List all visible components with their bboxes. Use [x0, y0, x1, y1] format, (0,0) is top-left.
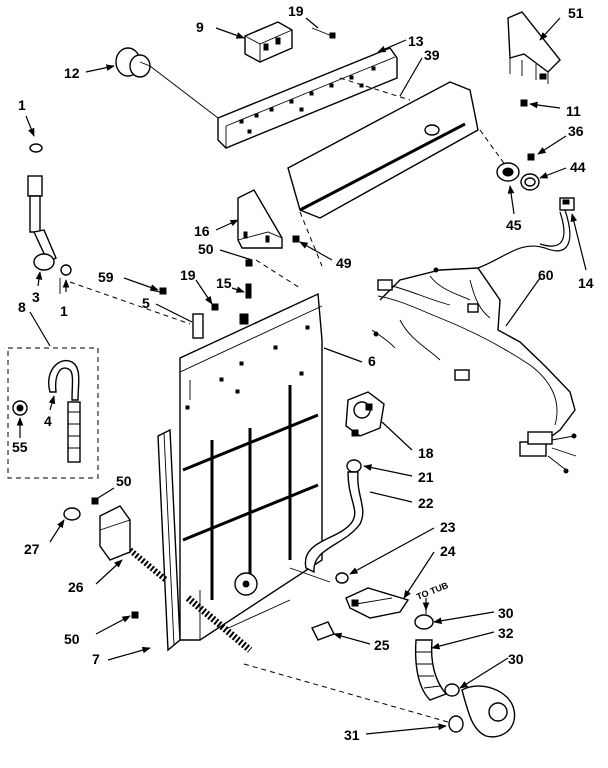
label-23: 23	[440, 519, 456, 535]
label-9: 9	[196, 19, 204, 35]
label-50-mid: 50	[116, 473, 132, 489]
label-1-top: 1	[18, 97, 26, 113]
label-31: 31	[344, 727, 360, 743]
label-32: 32	[498, 625, 514, 641]
bracket-5	[192, 313, 204, 339]
ring-44	[520, 173, 540, 191]
label-51: 51	[568, 5, 584, 21]
label-50-lower: 50	[64, 631, 80, 647]
grommet-45	[496, 162, 520, 182]
label-1-lower: 1	[60, 303, 68, 319]
cabinet-side-wall	[157, 428, 181, 652]
inlet-parts-left	[27, 143, 72, 294]
screw-50-lower	[131, 611, 139, 619]
label-25: 25	[374, 637, 390, 653]
label-15: 15	[216, 275, 232, 291]
clamp-27	[63, 507, 81, 521]
screw-36	[527, 153, 535, 161]
label-19-top: 19	[288, 3, 304, 19]
screw-11	[520, 99, 528, 107]
label-44: 44	[570, 159, 586, 175]
drive-disk	[223, 567, 331, 631]
hose-fitting-26	[99, 505, 131, 561]
bracket-51	[507, 11, 561, 84]
clamp-21	[346, 459, 362, 473]
label-18: 18	[418, 445, 434, 461]
control-panel-strip	[217, 47, 398, 149]
label-6: 6	[368, 353, 376, 369]
drain-hose	[414, 614, 516, 738]
label-14: 14	[578, 275, 594, 291]
label-50-upper: 50	[198, 241, 214, 257]
inlet-hose-kit-8	[7, 347, 99, 479]
label-36: 36	[568, 123, 584, 139]
timer-knob	[115, 47, 219, 119]
label-30-lower: 30	[508, 651, 524, 667]
label-22: 22	[418, 495, 434, 511]
fill-hose-22	[304, 471, 364, 574]
label-8: 8	[18, 299, 26, 315]
label-13: 13	[408, 33, 424, 49]
screw-50-mid	[91, 497, 99, 505]
switch-block	[244, 21, 293, 63]
label-39: 39	[424, 47, 440, 63]
label-60: 60	[538, 267, 554, 283]
part-25	[311, 621, 335, 641]
label-55: 55	[12, 439, 28, 455]
wire-harness	[371, 209, 577, 474]
screw-49	[292, 235, 300, 243]
hose-26	[128, 547, 253, 653]
label-49: 49	[336, 255, 352, 271]
label-12: 12	[64, 65, 80, 81]
label-24: 24	[440, 543, 456, 559]
bracket-24	[345, 587, 410, 619]
label-27: 27	[24, 541, 40, 557]
screws-upper	[149, 259, 253, 325]
label-5: 5	[142, 295, 150, 311]
screw-19-top	[311, 27, 336, 39]
label-21: 21	[418, 469, 434, 485]
label-26: 26	[68, 579, 84, 595]
label-4: 4	[44, 413, 52, 429]
label-19-mid: 19	[180, 267, 196, 283]
label-45: 45	[506, 217, 522, 233]
reference-lines	[69, 77, 507, 723]
label-7: 7	[92, 651, 100, 667]
label-59: 59	[98, 269, 114, 285]
label-16: 16	[194, 223, 210, 239]
water-valve-18	[345, 391, 385, 437]
to-tub-annotation: TO TUB	[415, 580, 450, 602]
label-30-top: 30	[498, 605, 514, 621]
leader-lines	[16, 17, 587, 735]
mounting-block-16	[237, 189, 283, 249]
console-rear-panel	[287, 81, 479, 219]
label-3: 3	[32, 289, 40, 305]
clamp-23	[335, 572, 349, 584]
label-11: 11	[566, 103, 581, 119]
connector-14	[559, 197, 575, 211]
